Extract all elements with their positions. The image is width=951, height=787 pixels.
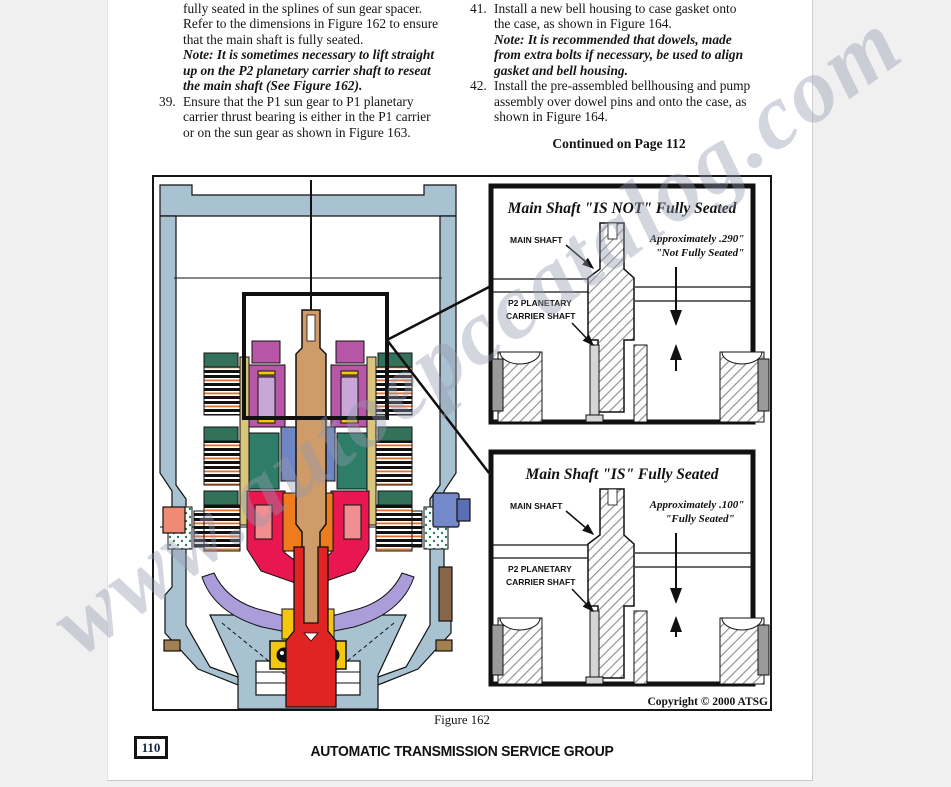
transmission-cross-section bbox=[159, 180, 471, 710]
text-line: or on the sun gear as shown in Figure 16… bbox=[183, 124, 411, 140]
note-line: from extra bolts if necessary, be used t… bbox=[494, 47, 744, 63]
note-line: up on the P2 planetary carrier shaft to … bbox=[183, 62, 431, 78]
step-number: 41. bbox=[470, 1, 487, 16]
text-line: Refer to the dimensions in Figure 162 to… bbox=[183, 16, 439, 32]
approx-note-label: "Not Fully Seated" bbox=[656, 247, 745, 259]
main-shaft-label: MAIN SHAFT bbox=[510, 235, 563, 245]
text-line: that the main shaft is fully seated. bbox=[183, 31, 364, 47]
footer-organization: AUTOMATIC TRANSMISSION SERVICE GROUP bbox=[310, 743, 614, 760]
right-text-column: 41. Install a new bell housing to case g… bbox=[470, 1, 834, 125]
figure-border bbox=[152, 175, 772, 711]
figure-162-diagram: Main Shaft "IS NOT" Fully Seated bbox=[152, 175, 772, 711]
text-line: fully seated in the splines of sun gear … bbox=[183, 1, 423, 16]
p2-label: CARRIER SHAFT bbox=[506, 311, 576, 321]
main-shaft-label: MAIN SHAFT bbox=[510, 501, 563, 511]
approx-value-label: Approximately .290" bbox=[649, 233, 745, 245]
page-number-box: 110 bbox=[134, 736, 168, 759]
callout-line-bottom bbox=[386, 339, 490, 474]
figure-caption: Figure 162 bbox=[434, 713, 490, 727]
step-number: 39. bbox=[159, 93, 176, 109]
callout-line-top bbox=[386, 285, 490, 342]
page-number: 110 bbox=[141, 739, 161, 755]
approx-note-label: "Fully Seated" bbox=[665, 513, 734, 525]
text-line: shown in Figure 164. bbox=[494, 109, 608, 125]
step-42-line: 42. Install the pre-assembled bellhousin… bbox=[470, 78, 751, 94]
copyright-label: Copyright © 2000 ATSG bbox=[647, 696, 768, 708]
text-line: the case, as shown in Figure 164. bbox=[494, 16, 672, 32]
inset-title: Main Shaft "IS" Fully Seated bbox=[525, 466, 719, 483]
left-text-column: fully seated in the splines of sun gear … bbox=[159, 1, 495, 140]
inset-title: Main Shaft "IS NOT" Fully Seated bbox=[507, 200, 737, 217]
step-number: 42. bbox=[470, 78, 487, 94]
continued-on-page-label: Continued on Page 112 bbox=[552, 136, 686, 151]
step-41-line: 41. Install a new bell housing to case g… bbox=[470, 1, 737, 16]
inset-fully-seated: Main Shaft "IS" Fully Seated MAIN SHAFT bbox=[488, 449, 770, 687]
approx-value-label: Approximately .100" bbox=[649, 499, 745, 511]
inset-not-fully-seated: Main Shaft "IS NOT" Fully Seated bbox=[488, 183, 770, 425]
callout-box bbox=[242, 292, 389, 420]
note-line: the main shaft (See Figure 162). bbox=[183, 78, 363, 94]
text-line: assembly over dowel pins and onto the ca… bbox=[494, 93, 747, 109]
p2-label: P2 PLANETARY bbox=[508, 298, 572, 308]
p2-label: P2 PLANETARY bbox=[508, 564, 572, 574]
p2-label: CARRIER SHAFT bbox=[506, 577, 576, 587]
text-line: carrier thrust bearing is either in the … bbox=[183, 109, 431, 125]
step-39-line: 39. Ensure that the P1 sun gear to P1 pl… bbox=[159, 93, 414, 109]
note-line: gasket and bell housing. bbox=[494, 62, 628, 78]
note-line: Note: It is sometimes necessary to lift … bbox=[183, 47, 435, 63]
note-line: Note: It is recommended that dowels, mad… bbox=[494, 31, 732, 47]
